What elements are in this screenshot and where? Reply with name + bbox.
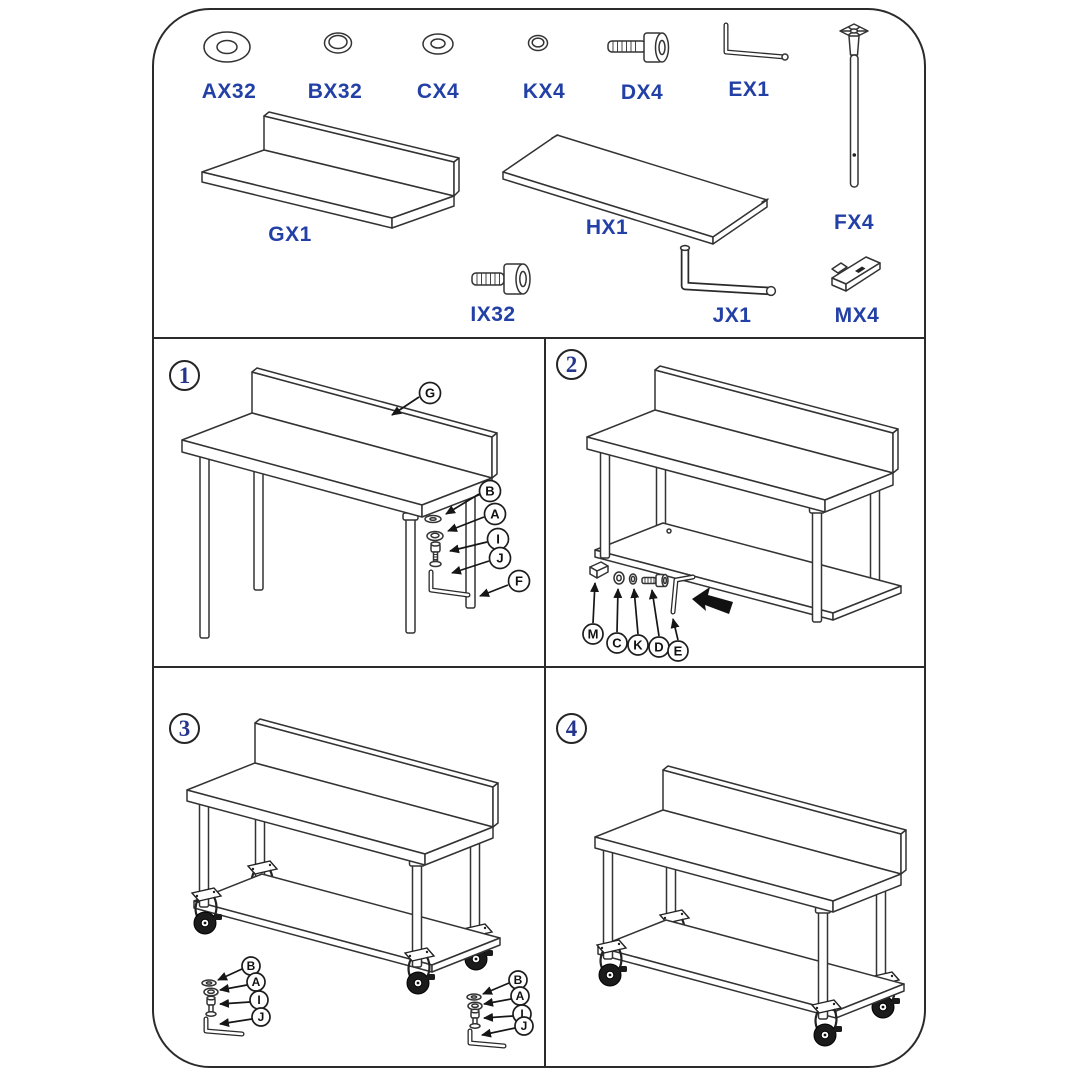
callout-D: D [648, 589, 670, 658]
part-label-cx4: CX4 [416, 80, 460, 103]
svg-text:I: I [520, 1007, 523, 1021]
step-4-diagram [594, 765, 907, 1048]
leg-part-icon [839, 23, 869, 188]
step-1-number: 1 [178, 362, 191, 388]
part-label-ax32: AX32 [201, 80, 257, 103]
step-1-diagram: G B A I J F [181, 367, 531, 639]
callout-I: I [449, 527, 510, 554]
part-label-ex1: EX1 [728, 78, 770, 101]
step-3-diagram: B A I J B A [186, 718, 534, 1049]
table-drawing [181, 367, 498, 639]
step-3-number-badge: 3 [169, 713, 200, 744]
callout-C: C [606, 588, 628, 654]
allen-key-icon [723, 22, 789, 61]
step-3-number: 3 [178, 715, 191, 741]
parts-section-diagram [201, 22, 881, 297]
table-drawing [594, 765, 907, 1048]
step-4-number: 4 [565, 715, 578, 741]
part-label-kx4: KX4 [522, 80, 566, 103]
callout-G: G [391, 381, 442, 416]
svg-text:M: M [588, 627, 599, 642]
table-drawing [586, 365, 902, 623]
svg-text:J: J [258, 1010, 265, 1024]
step-2-number: 2 [565, 351, 578, 377]
svg-text:J: J [496, 551, 503, 566]
step-4-number-badge: 4 [556, 713, 587, 744]
svg-text:D: D [654, 640, 663, 655]
part-label-ix32: IX32 [470, 303, 516, 326]
allen-key-large-icon [679, 244, 777, 297]
step-1-number-badge: 1 [169, 360, 200, 391]
washer-icon [422, 33, 454, 55]
socket-screw-icon [607, 32, 670, 63]
callout-M: M [582, 582, 604, 645]
callout-F: F [479, 569, 531, 597]
svg-text:F: F [515, 574, 523, 589]
socket-screw-icon [471, 263, 531, 295]
svg-text:I: I [496, 532, 500, 547]
table-drawing [186, 718, 501, 996]
svg-text:G: G [425, 386, 435, 401]
hardware-stack [424, 514, 471, 598]
callout-E: E [667, 618, 689, 662]
small-ring-icon [527, 34, 549, 52]
divider [152, 337, 926, 339]
callout-A: A [447, 502, 507, 532]
part-label-jx1: JX1 [712, 304, 752, 327]
svg-text:K: K [633, 638, 643, 653]
part-label-hx1: HX1 [585, 216, 629, 239]
hardware-row [589, 561, 696, 615]
svg-text:C: C [612, 636, 622, 651]
part-label-mx4: MX4 [834, 304, 880, 327]
hardware-stack-right [466, 993, 507, 1049]
callout-J: J [451, 546, 512, 575]
hardware-stack-left [201, 979, 245, 1037]
callout-I-left: I [219, 990, 269, 1010]
svg-text:B: B [247, 959, 256, 973]
svg-text:B: B [485, 484, 494, 499]
part-label-gx1: GX1 [268, 223, 312, 246]
part-label-bx32: BX32 [307, 80, 363, 103]
svg-text:I: I [257, 993, 260, 1007]
callout-B-right: B [482, 970, 528, 995]
callout-A-right: A [483, 986, 530, 1007]
step-2-number-badge: 2 [556, 349, 587, 380]
svg-text:B: B [514, 973, 523, 987]
svg-text:A: A [490, 507, 500, 522]
direction-arrow [692, 587, 733, 614]
worktop-part-icon [201, 111, 460, 229]
svg-text:A: A [516, 989, 525, 1003]
flat-washer-large-icon [203, 31, 251, 63]
svg-text:J: J [521, 1019, 528, 1033]
lock-washer-icon [323, 32, 353, 54]
undershelf-part-icon [502, 134, 769, 245]
callout-B-left: B [217, 956, 261, 981]
callout-K: K [627, 588, 649, 656]
callout-B: B [445, 479, 502, 515]
divider [152, 666, 926, 668]
svg-text:A: A [252, 975, 261, 989]
part-label-dx4: DX4 [620, 81, 664, 104]
step-2-diagram: M C K D E [582, 365, 902, 662]
callout-J-right: J [481, 1016, 534, 1038]
shelf-clip-part-icon [831, 256, 881, 292]
part-label-fx4: FX4 [833, 211, 875, 234]
svg-text:E: E [674, 644, 683, 659]
divider [544, 337, 546, 1068]
callout-J-left: J [219, 1007, 271, 1028]
